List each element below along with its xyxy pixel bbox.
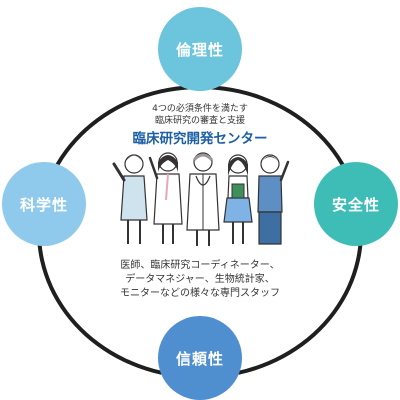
node-ethics-label: 倫理性 <box>175 40 224 59</box>
intro-line-2: 臨床研究の審査と支援 <box>154 116 245 126</box>
staff-illustration <box>112 152 290 246</box>
description-line-2: データマネジャー、生物統計家、 <box>125 274 275 285</box>
staff-person-coordinator <box>223 154 253 244</box>
intro-line-1: 4つの必須条件を満たす <box>152 104 248 114</box>
node-ethics: 倫理性 <box>158 7 242 91</box>
node-science: 科学性 <box>2 162 86 246</box>
staff-person-doctor-woman <box>148 152 183 244</box>
description-line-1: 医師、臨床研究コーディネーター、 <box>120 260 280 271</box>
node-science-label: 科学性 <box>19 195 68 214</box>
node-reliability: 信頼性 <box>158 316 242 400</box>
node-safety-label: 安全性 <box>331 195 380 214</box>
staff-person-nurse <box>112 154 148 244</box>
description-line-3: モニターなどの様々な専門スタッフ <box>120 288 280 299</box>
node-safety: 安全性 <box>314 162 398 246</box>
staff-person-senior-doctor <box>186 152 220 246</box>
staff-person-data-manager <box>257 154 290 245</box>
center-title: 臨床研究開発センター <box>132 131 268 147</box>
node-reliability-label: 信頼性 <box>175 349 224 368</box>
